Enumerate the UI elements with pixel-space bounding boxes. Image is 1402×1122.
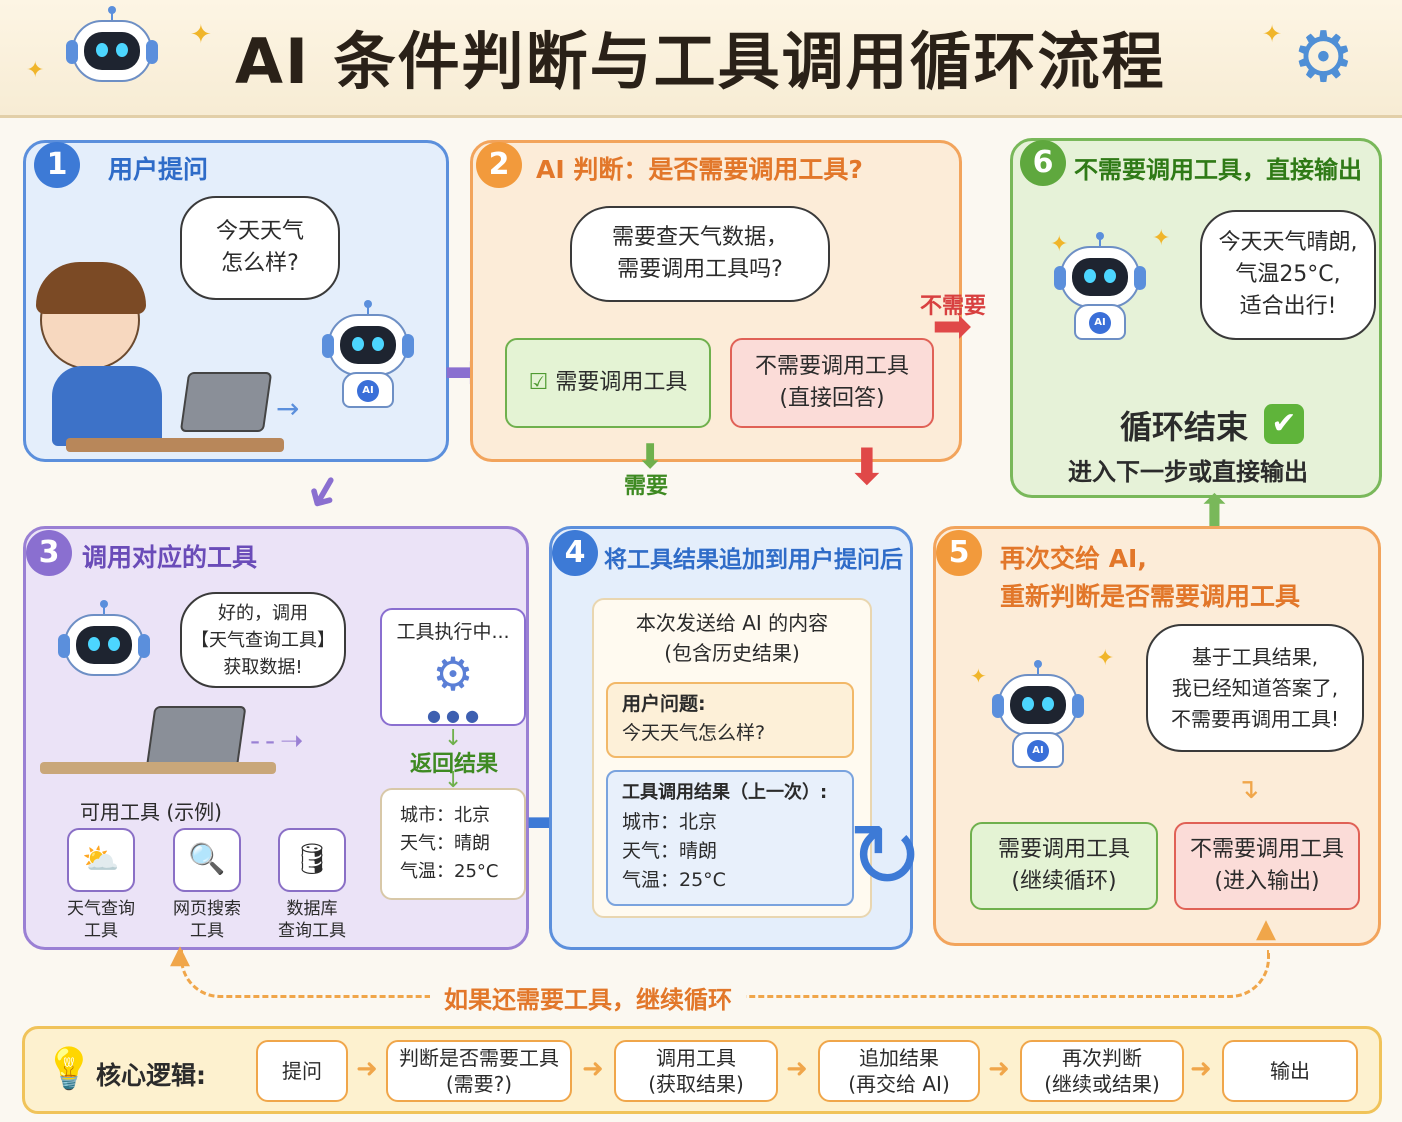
arrow-down-icon: ↓ [444,768,463,793]
arrow-right-icon: ➜ [988,1054,1010,1084]
checkbox-icon: ☑ [528,370,556,395]
arrow-right-icon: ➜ [1190,1054,1212,1084]
step-number-4: 4 [552,530,598,576]
arrow-up-icon: ▲ [170,940,190,970]
arrow-right-icon: ➡ [932,298,973,354]
sparkle-icon: ✦ [1050,232,1069,257]
speech-bubble: 今天天气怎么样? [180,196,340,300]
robot-assistant: AI [1050,232,1150,342]
loop-end-title: 循环结束 [1120,408,1249,446]
dashed-arrow-icon: - - ➝ [250,724,303,757]
thought-bubble: 需要查天气数据，需要调用工具吗? [570,206,830,302]
robot-assistant: AI [318,300,418,410]
step-number-6: 6 [1020,140,1066,186]
speech-bubble: 今天天气晴朗,气温25°C,适合出行! [1200,210,1376,340]
robot-mascot [62,6,162,116]
tool-name: 网页搜索工具 [173,899,241,941]
panel-title: AI 判断：是否需要调用工具? [536,155,863,184]
step-number-1: 1 [34,142,80,188]
core-logic-label: 核心逻辑: [96,1061,206,1090]
step-number-2: 2 [476,142,522,188]
desk [40,762,276,774]
boy-hoodie [52,366,162,446]
core-step: 输出 [1222,1040,1358,1102]
arrow-down-icon: ➜ [292,462,359,524]
speech-bubble: 好的，调用【天气查询工具】获取数据! [180,592,346,688]
gear-icon: ⚙ [432,647,474,701]
magnifier-icon: 🔍 [173,828,241,892]
no-need-label: 不需要 [920,294,987,319]
sparkle-icon: ✦ [26,58,45,83]
arrow-right-icon: ➜ [786,1054,808,1084]
step-number-3: 3 [26,530,72,576]
loop-end-subtitle: 进入下一步或直接输出 [1068,458,1308,486]
arrow-up-icon: ⬆ [1196,486,1233,537]
need-label: 需要 [624,474,669,499]
loop-label: 如果还需要工具，继续循环 [430,980,746,1015]
lightbulb-icon: 💡 [44,1046,94,1092]
arrow-right-icon: ➜ [356,1054,378,1084]
core-step: 提问 [256,1040,348,1102]
core-step: 判断是否需要工具(需要?) [386,1040,572,1102]
database-icon: 🛢 [278,828,346,892]
tool-result-box: 城市：北京天气：晴朗气温：25°C [380,788,526,900]
arrow-down-icon: ⬇ [846,438,888,496]
core-step: 追加结果(再交给 AI) [818,1040,980,1102]
step-number-5: 5 [936,530,982,576]
panel-title: 将工具结果追加到用户提问后 [604,547,903,573]
weather-icon: ⛅ [67,828,135,892]
sparkle-icon: ✦ [1152,226,1171,251]
desk [66,438,284,452]
continue-loop-box: 需要调用工具(继续循环) [970,822,1158,910]
check-icon: ✔ [1264,404,1304,444]
return-result-label: 返回结果 [410,752,499,777]
panel-title: 再次交给 AI,重新判断是否需要调用工具 [1000,544,1301,611]
laptop-icon [145,706,247,770]
header [0,0,1402,118]
no-tool-box: 不需要调用工具(直接回答) [730,338,934,428]
robot-assistant [54,600,154,710]
arrow-right-icon: → [276,392,300,425]
arrow-down-icon: ⬇ [636,437,665,477]
ai-content-title: 本次发送给 AI 的内容(包含历史结果) [635,611,829,665]
question-box: 用户问题: 今天天气怎么样? [606,682,854,758]
enter-output-box: 不需要调用工具(进入输出) [1174,822,1360,910]
core-step: 调用工具(获取结果) [614,1040,778,1102]
core-step: 再次判断(继续或结果) [1020,1040,1184,1102]
loading-dots-icon: ● ● ● [426,706,480,725]
arrow-right-icon: ➜ [582,1054,604,1084]
speech-bubble: 基于工具结果,我已经知道答案了,不需要再调用工具! [1146,624,1364,752]
robot-assistant: AI [988,660,1088,770]
sparkle-icon: ✦ [1096,646,1115,671]
result-box: 工具调用结果（上一次）: 城市：北京 天气：晴朗 气温：25°C [606,770,854,906]
boy-hair [36,262,146,314]
arrow-down-icon: ↓ [444,726,463,751]
panel-title: 不需要调用工具，直接输出 [1074,156,1362,184]
laptop-icon [179,372,273,432]
gear-icon: ⚙ [1292,16,1355,98]
page-title: AI 条件判断与工具调用循环流程 [235,25,1166,98]
arrow-up-icon: ▲ [1256,914,1276,944]
tools-title: 可用工具 (示例) [80,800,222,824]
panel-title: 调用对应的工具 [82,543,258,572]
cycle-arrow-icon: ↻ [848,804,924,909]
sparkle-icon: ✦ [1262,20,1283,48]
tool-executing-box: 工具执行中... ⚙ ● ● ● [380,608,526,726]
sparkle-icon: ✦ [190,20,212,50]
panel-title: 用户提问 [108,155,209,184]
arrow-down-icon: ↴ [1236,772,1260,805]
tool-name: 数据库查询工具 [278,899,346,941]
sparkle-icon: ✦ [970,664,987,688]
tool-name: 天气查询工具 [67,899,135,941]
need-tool-box: ☑ 需要调用工具 [505,338,711,428]
